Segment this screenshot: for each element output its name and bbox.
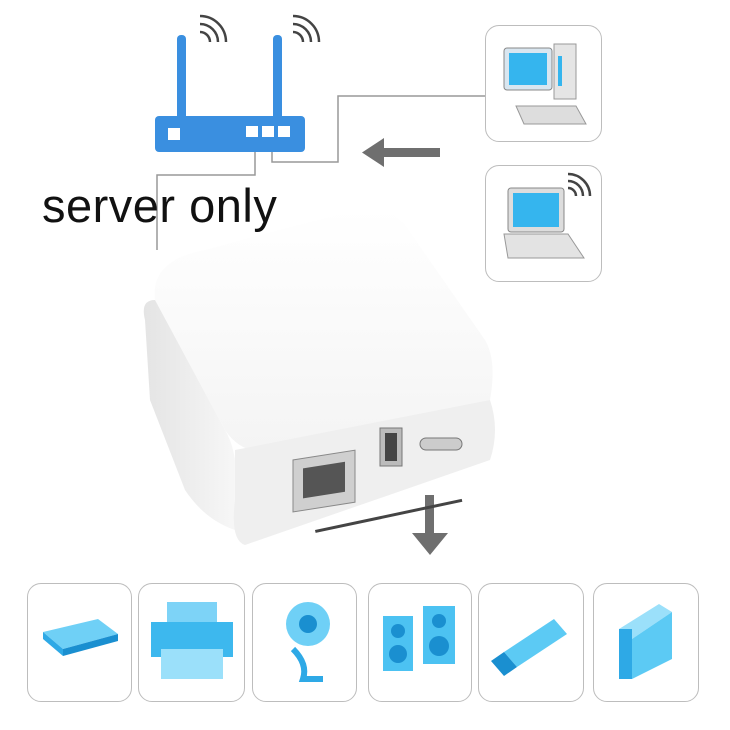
peripheral-card-webcam [252,583,357,702]
arrow-down-icon [412,495,448,555]
usb-flash-drive-icon [491,619,567,676]
desktop-client-card [485,25,602,142]
server-only-caption: server only [42,179,278,232]
peripheral-card-speakers [368,583,472,702]
wireless-laptop-icon [503,172,592,259]
peripheral-card-hard-drive [593,583,699,702]
printer-icon [151,602,233,679]
wifi-router-icon [155,14,321,152]
print-server-device [143,208,495,545]
scanner-icon [43,619,118,656]
peripheral-card-usb-drive [478,583,584,702]
external-hard-drive-icon [619,604,672,679]
speakers-icon [383,606,455,671]
peripheral-card-printer [138,583,245,702]
laptop-client-card [485,165,602,282]
arrow-left-icon [362,138,440,167]
webcam-icon [286,602,330,682]
peripheral-card-scanner [27,583,132,702]
desktop-computer-icon [503,43,587,125]
